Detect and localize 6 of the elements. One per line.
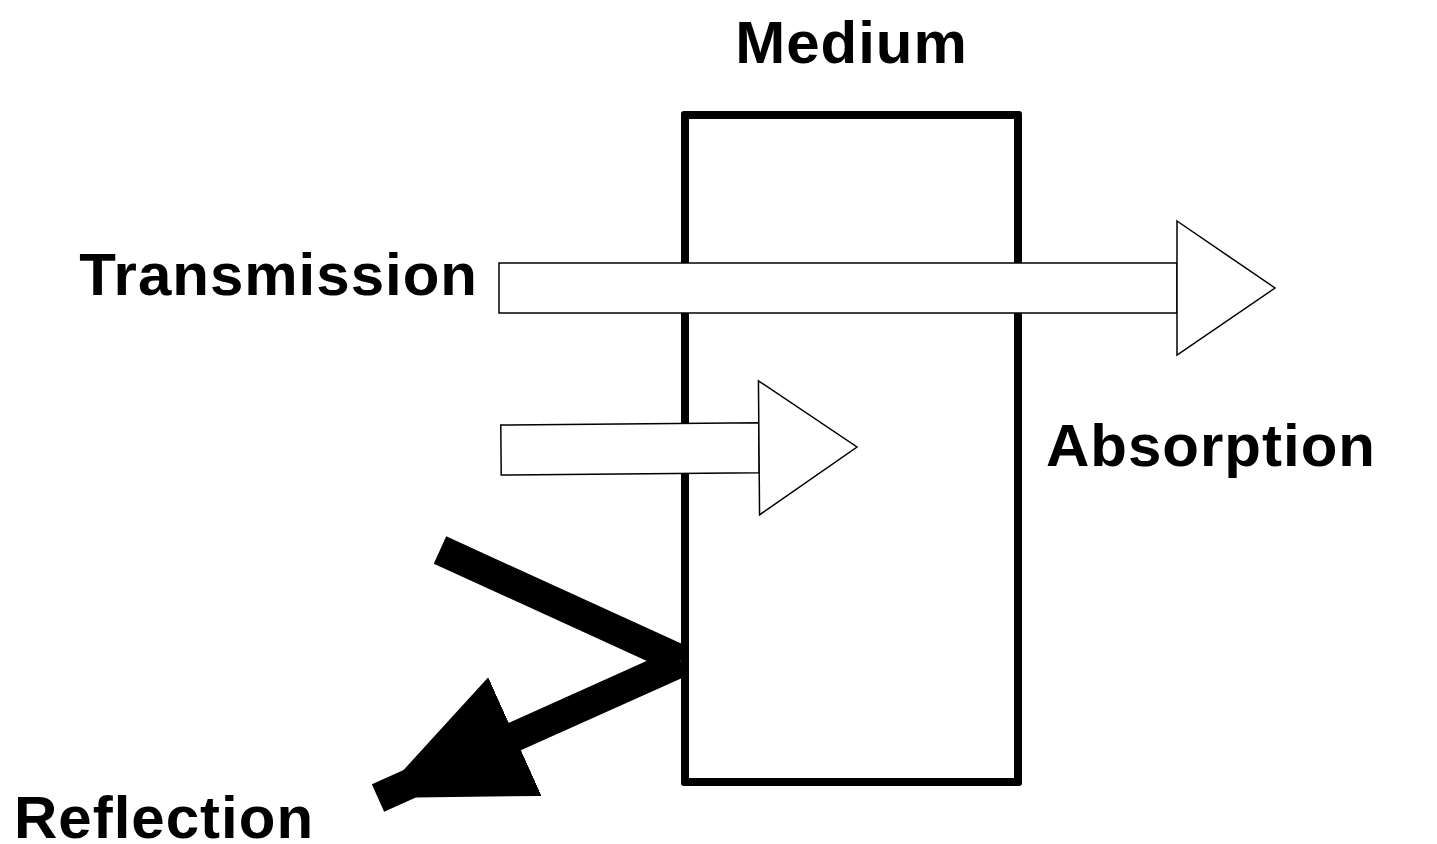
block-arrow: [500, 380, 858, 516]
arrow-label: Reflection: [14, 786, 316, 844]
block-arrow: [498, 220, 1276, 356]
arrow-label: Absorption: [1046, 414, 1376, 478]
arrow-label: Transmission: [78, 243, 478, 307]
box-heading: Medium: [734, 11, 969, 75]
